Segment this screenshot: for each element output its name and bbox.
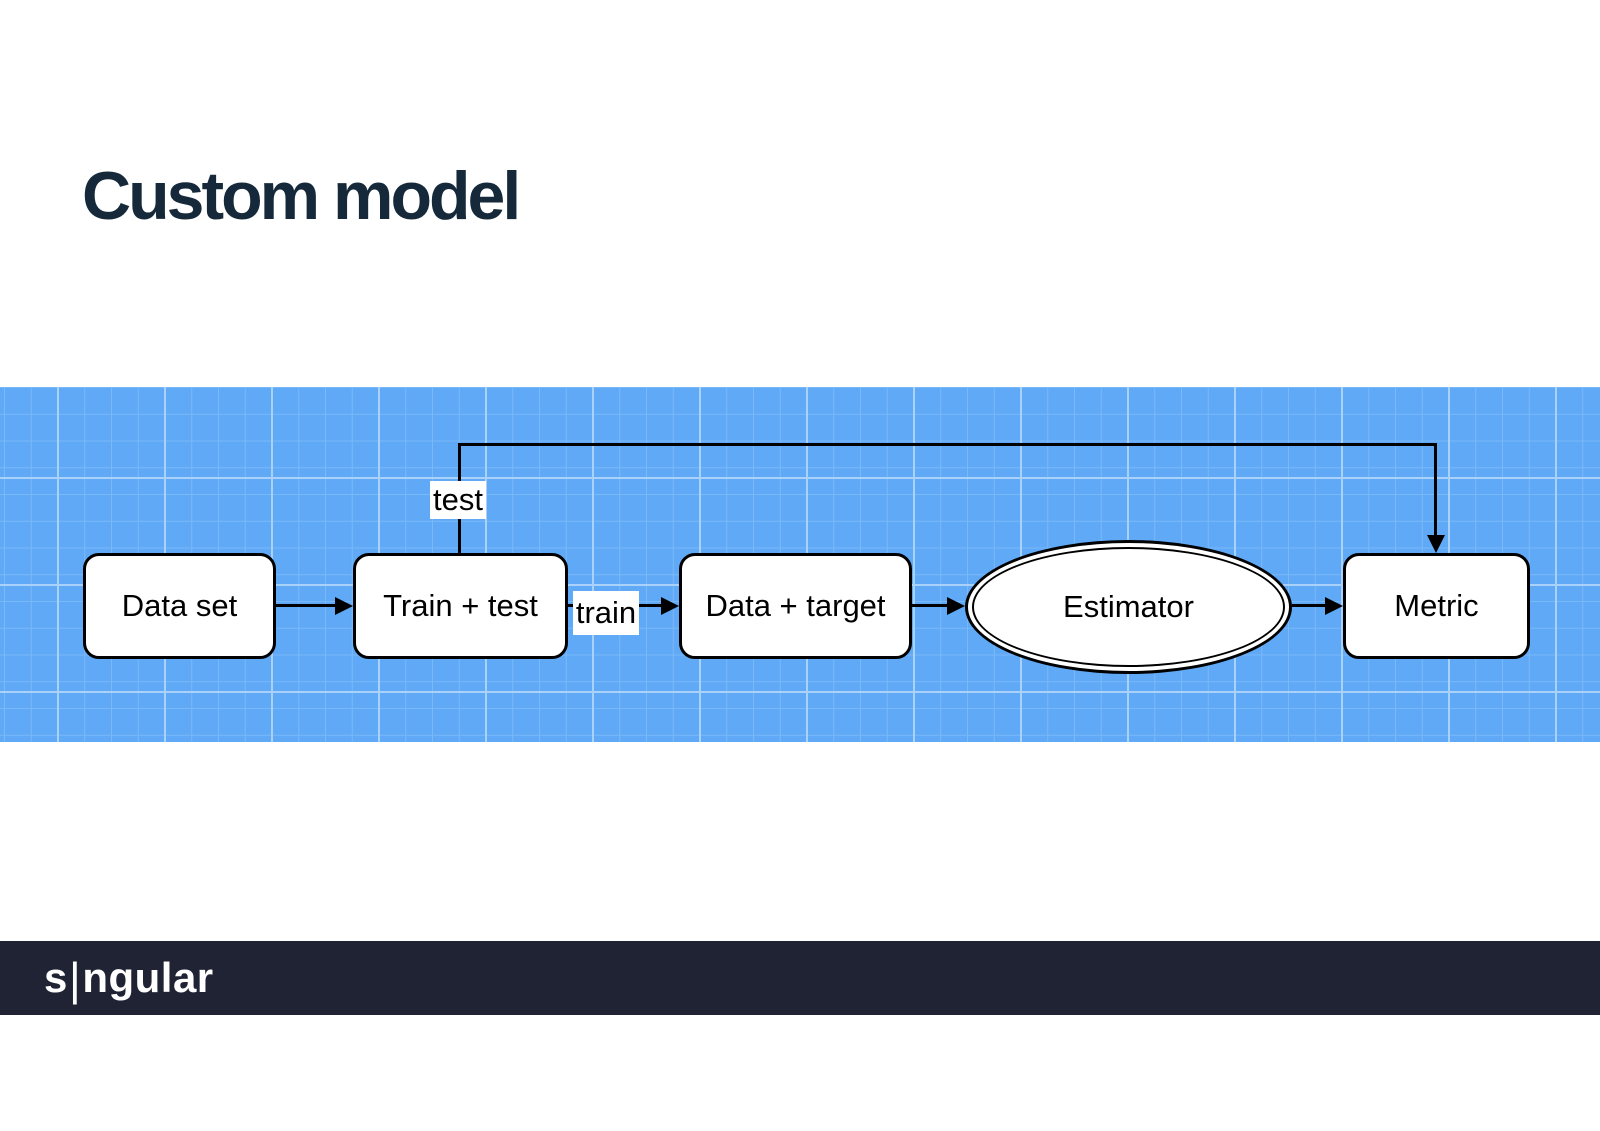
footer-bar: s | ngular <box>0 941 1600 1015</box>
logo-bar-icon: | <box>68 953 82 1005</box>
node-estimator-label: Estimator <box>972 547 1285 667</box>
edge-estimator-metric <box>1292 604 1328 607</box>
edge-label-train: train <box>573 591 639 635</box>
edge-datatarget-estimator <box>912 604 950 607</box>
logo-part-right: ngular <box>82 954 214 1001</box>
node-train-test: Train + test <box>353 553 568 659</box>
slide-title: Custom model <box>82 158 521 234</box>
arrowhead-right-icon <box>947 597 965 615</box>
edge-test-horizontal <box>458 443 1437 446</box>
arrowhead-right-icon <box>335 597 353 615</box>
node-data-set: Data set <box>83 553 276 659</box>
edge-dataset-traintest <box>276 604 339 607</box>
arrowhead-right-icon <box>1325 597 1343 615</box>
edge-test-vertical-down <box>1434 443 1437 537</box>
arrowhead-down-icon <box>1427 535 1445 553</box>
logo-part-left: s <box>44 954 68 1001</box>
singular-logo: s | ngular <box>44 953 214 1005</box>
edge-label-test: test <box>430 481 486 519</box>
node-data-target: Data + target <box>679 553 912 659</box>
arrowhead-right-icon <box>661 597 679 615</box>
diagram-canvas: test train Data set Train + test Data + … <box>0 387 1600 742</box>
node-metric: Metric <box>1343 553 1530 659</box>
node-estimator: Estimator <box>965 540 1292 674</box>
